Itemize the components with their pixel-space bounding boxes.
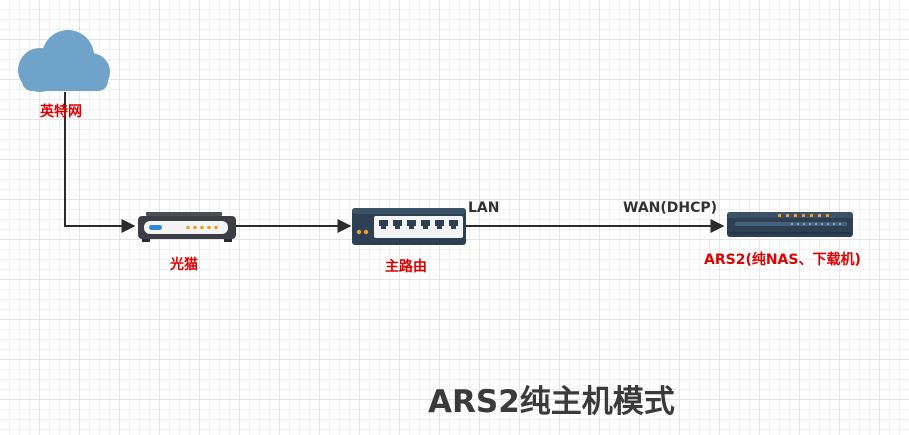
internet-label: 英特网: [40, 104, 82, 120]
diagram-title: ARS2纯主机模式: [428, 384, 675, 420]
nas-icon: [727, 212, 853, 237]
lan-port-label: LAN: [468, 200, 500, 216]
cloud-icon: [18, 30, 110, 92]
router-icon: [352, 208, 466, 245]
wan-port-label: WAN(DHCP): [623, 200, 718, 216]
ars2-label: ARS2(纯NAS、下载机): [704, 252, 861, 268]
modem-label: 光猫: [170, 257, 198, 273]
connector-internet-modem: [64, 92, 136, 233]
modem-icon: [138, 212, 236, 242]
main-router-label: 主路由: [385, 259, 427, 275]
